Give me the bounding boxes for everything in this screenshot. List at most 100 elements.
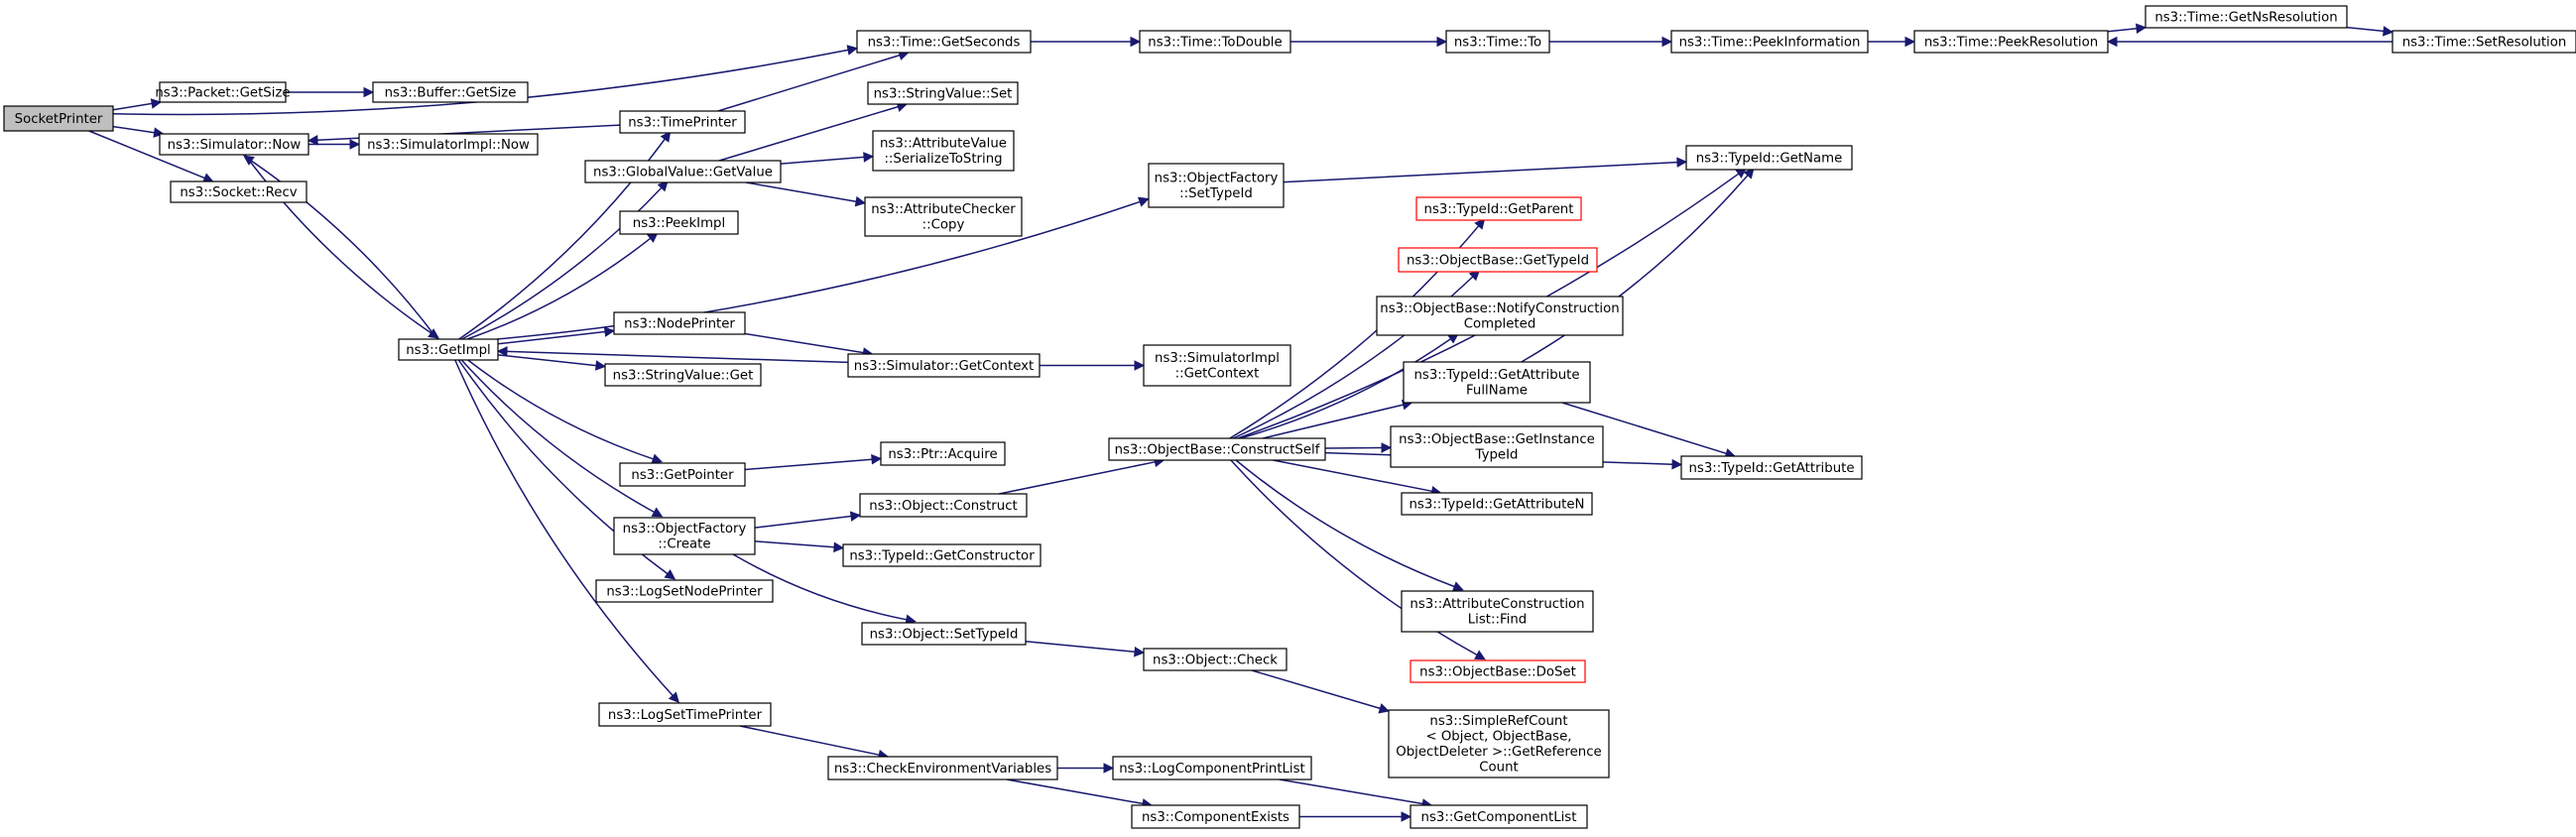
graph-node-accopy[interactable]: ns3::AttributeChecker::Copy bbox=[864, 196, 1023, 237]
graph-node-srcgetref[interactable]: ns3::SimpleRefCount< Object, ObjectBase,… bbox=[1388, 709, 1610, 778]
node-box bbox=[159, 133, 309, 156]
graph-node-peekres[interactable]: ns3::Time::PeekResolution bbox=[1913, 30, 2109, 54]
node-box bbox=[1108, 437, 1326, 461]
graph-node-logsetnodeprinter[interactable]: ns3::LogSetNodePrinter bbox=[595, 579, 774, 603]
node-box bbox=[358, 133, 539, 156]
graph-node-todouble[interactable]: ns3::Time::ToDouble bbox=[1139, 30, 1291, 54]
node-label: ns3::TypeId::GetName bbox=[1696, 151, 1843, 166]
graph-node-sigetcontext[interactable]: ns3::SimulatorImpl::GetContext bbox=[1143, 344, 1291, 387]
edge-arrowhead-TimeTo-to-PeekInfo bbox=[1661, 36, 1673, 48]
graph-node-getnsres[interactable]: ns3::Time::GetNsResolution bbox=[2145, 5, 2348, 29]
edge-arrowhead-CheckEnv-to-LogCompPrintList bbox=[1103, 763, 1115, 774]
edge-arrowhead-CompExists-to-GetCompList bbox=[1401, 811, 1412, 822]
graph-node-nodeprinter[interactable]: ns3::NodePrinter bbox=[613, 311, 746, 335]
graph-node-avser[interactable]: ns3::AttributeValue::SerializeToString bbox=[872, 130, 1015, 172]
edge-arrowhead-SimNow-to-SimImplNow bbox=[349, 139, 361, 150]
node-box bbox=[619, 462, 746, 487]
graph-node-peekinfo[interactable]: ns3::Time::PeekInformation bbox=[1670, 30, 1869, 54]
node-label: ns3::ObjectFactory bbox=[623, 522, 747, 537]
graph-node-compexists[interactable]: ns3::ComponentExists bbox=[1131, 804, 1300, 829]
graph-node-objsettypeid[interactable]: ns3::Object::SetTypeId bbox=[861, 622, 1027, 646]
graph-node-obgettypeid[interactable]: ns3::ObjectBase::GetTypeId bbox=[1398, 247, 1598, 273]
graph-node-obdoset[interactable]: ns3::ObjectBase::DoSet bbox=[1410, 659, 1586, 683]
graph-node-gvgetvalue[interactable]: ns3::GlobalValue::GetValue bbox=[584, 160, 782, 183]
node-box bbox=[827, 756, 1058, 780]
graph-node-tigetattrn[interactable]: ns3::TypeId::GetAttributeN bbox=[1401, 492, 1593, 516]
graph-node-timeto[interactable]: ns3::Time::To bbox=[1445, 30, 1550, 54]
node-box bbox=[1913, 30, 2109, 54]
node-label: ns3::Time::PeekInformation bbox=[1679, 35, 1861, 50]
node-label: ns3::ObjectBase::DoSet bbox=[1419, 664, 1576, 679]
graph-node-tigetparent[interactable]: ns3::TypeId::GetParent bbox=[1415, 196, 1582, 221]
edge-GetImpl-to-NodePrinter bbox=[497, 330, 606, 345]
graph-node-getseconds[interactable]: ns3::Time::GetSeconds bbox=[856, 30, 1032, 54]
graph-node-checkenv[interactable]: ns3::CheckEnvironmentVariables bbox=[827, 756, 1058, 780]
node-label: ns3::GlobalValue::GetValue bbox=[593, 165, 773, 179]
graph-node-simimplnow[interactable]: ns3::SimulatorImpl::Now bbox=[358, 133, 539, 156]
graph-node-ofsettypeid[interactable]: ns3::ObjectFactory::SetTypeId bbox=[1148, 163, 1285, 208]
node-label: ns3::ObjectBase::NotifyConstruction bbox=[1380, 301, 1619, 316]
node-box bbox=[1401, 590, 1594, 633]
node-box bbox=[1148, 163, 1285, 208]
graph-node-objconstruct[interactable]: ns3::Object::Construct bbox=[859, 493, 1028, 518]
node-label: ns3::TypeId::GetParent bbox=[1424, 202, 1574, 217]
edge-GetNsRes-to-SetRes bbox=[2346, 26, 2385, 33]
edge-GetImpl-to-GetPointer bbox=[467, 359, 654, 460]
graph-node-bufgetsize[interactable]: ns3::Buffer::GetSize bbox=[372, 81, 529, 103]
edge-ObjCheck-to-SRCGetRef bbox=[1251, 669, 1381, 710]
graph-node-objcheck[interactable]: ns3::Object::Check bbox=[1143, 648, 1288, 671]
edge-LogSetTimePrinter-to-CheckEnv bbox=[739, 725, 880, 756]
edge-GetImpl-to-LogSetTimePrinter bbox=[454, 359, 674, 696]
node-label: ns3::AttributeChecker bbox=[871, 202, 1016, 217]
graph-node-svget[interactable]: ns3::StringValue::Get bbox=[604, 363, 762, 387]
graph-node-simgetcontext[interactable]: ns3::Simulator::GetContext bbox=[847, 353, 1041, 378]
node-label: ns3::CheckEnvironmentVariables bbox=[834, 762, 1051, 777]
node-label: ::GetContext bbox=[1175, 367, 1260, 382]
edge-GetImpl-to-SVGet bbox=[497, 354, 597, 367]
graph-node-tigetattr[interactable]: ns3::TypeId::GetAttribute bbox=[1680, 455, 1863, 480]
node-label: TypeId bbox=[1475, 448, 1519, 463]
node-label: ns3::NodePrinter bbox=[624, 316, 735, 331]
edge-GetImpl-to-PeekImpl bbox=[466, 237, 652, 340]
edge-OFCreate-to-TIGetCtor bbox=[754, 540, 835, 548]
graph-node-ptracquire[interactable]: ns3::Ptr::Acquire bbox=[880, 441, 1006, 466]
edge-GetImpl-to-OFCreate bbox=[460, 359, 655, 514]
node-box bbox=[584, 160, 782, 183]
edge-arrowhead-TimePrinter-to-SimNow bbox=[307, 134, 318, 146]
edge-OFSetTypeId-to-TIGetName bbox=[1283, 161, 1678, 183]
graph-node-obnotify[interactable]: ns3::ObjectBase::NotifyConstructionCompl… bbox=[1376, 296, 1624, 336]
node-box bbox=[613, 517, 756, 555]
node-label: ns3::AttributeValue bbox=[880, 137, 1007, 152]
graph-node-obconstructself[interactable]: ns3::ObjectBase::ConstructSelf bbox=[1108, 437, 1326, 461]
node-box bbox=[1376, 296, 1624, 336]
graph-node-logsettimeprinter[interactable]: ns3::LogSetTimePrinter bbox=[598, 702, 772, 727]
edge-arrowhead-GetImpl-to-NodePrinter bbox=[603, 326, 616, 337]
graph-node-setres[interactable]: ns3::Time::SetResolution bbox=[2392, 30, 2576, 54]
graph-node-socketprinter[interactable]: SocketPrinter bbox=[3, 105, 114, 132]
edge-OFCreate-to-ObjConstruct bbox=[754, 515, 852, 529]
node-box bbox=[2145, 5, 2348, 29]
graph-node-tigetctor[interactable]: ns3::TypeId::GetConstructor bbox=[842, 543, 1042, 567]
graph-node-simnow[interactable]: ns3::Simulator::Now bbox=[159, 133, 309, 156]
graph-node-logcompprintlist[interactable]: ns3::LogComponentPrintList bbox=[1112, 756, 1312, 780]
edge-arrowhead-GetImpl-to-OFSetTypeId bbox=[1137, 196, 1150, 207]
node-label: Completed bbox=[1464, 317, 1536, 332]
graph-node-getsize[interactable]: ns3::Packet::GetSize bbox=[155, 81, 291, 103]
graph-node-ofcreate[interactable]: ns3::ObjectFactory::Create bbox=[613, 517, 756, 555]
graph-node-svset[interactable]: ns3::StringValue::Set bbox=[867, 81, 1019, 105]
node-box bbox=[159, 81, 287, 103]
graph-node-timeprinter[interactable]: ns3::TimePrinter bbox=[619, 110, 746, 134]
graph-node-getpointer[interactable]: ns3::GetPointer bbox=[619, 462, 746, 487]
edge-GVGetValue-to-ACCopy bbox=[745, 181, 857, 203]
edge-OBConstructSelf-to-TIGetAttrFull bbox=[1262, 404, 1404, 439]
graph-node-peekimpl[interactable]: ns3::PeekImpl bbox=[619, 210, 739, 235]
node-box bbox=[398, 338, 499, 361]
graph-node-sockrecv[interactable]: ns3::Socket::Recv bbox=[170, 180, 307, 203]
graph-node-getcomplist[interactable]: ns3::GetComponentList bbox=[1410, 804, 1588, 829]
graph-node-tigetname[interactable]: ns3::TypeId::GetName bbox=[1685, 145, 1853, 171]
graph-node-getimpl[interactable]: ns3::GetImpl bbox=[398, 338, 499, 361]
